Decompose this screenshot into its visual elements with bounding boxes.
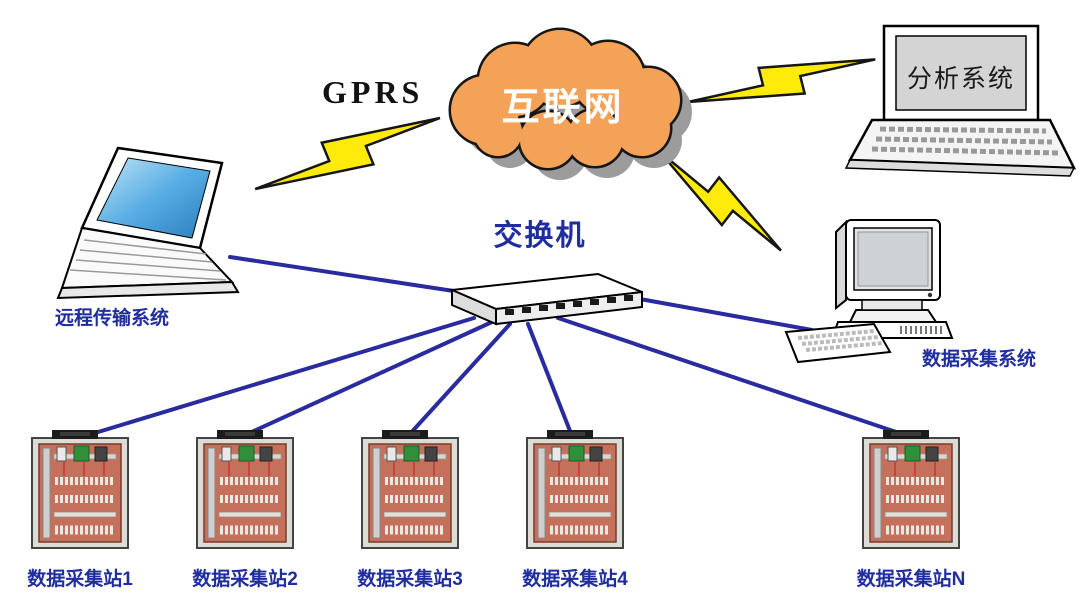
analysis-front-edge bbox=[844, 159, 1076, 177]
remote-system-label: 远程传输系统 bbox=[54, 308, 170, 329]
station-label-4: 数据采集站4 bbox=[522, 569, 628, 590]
station-label-3: 数据采集站3 bbox=[357, 569, 463, 590]
switch-ports bbox=[505, 295, 633, 315]
acquisition-system-label: 数据采集系统 bbox=[921, 349, 1037, 370]
station-cabinet-4 bbox=[527, 430, 623, 548]
line-laptop-switch bbox=[228, 255, 482, 297]
analysis-screen bbox=[895, 35, 1027, 111]
monitor-side bbox=[835, 219, 847, 311]
lightning-bolt-analysis-icon bbox=[684, 40, 879, 121]
internet-label: 互联网 bbox=[501, 87, 625, 129]
station-label-n: 数据采集站N bbox=[856, 569, 966, 590]
laptop-front-edge bbox=[56, 280, 240, 300]
line-switch-station3 bbox=[406, 322, 512, 438]
line-switch-stationN bbox=[556, 316, 910, 438]
monitor-stand bbox=[848, 309, 938, 323]
station-cabinet-1 bbox=[32, 430, 128, 548]
line-switch-station4 bbox=[526, 322, 574, 438]
switch-label: 交换机 bbox=[493, 220, 587, 252]
analysis-system-label: 分析系统 bbox=[906, 65, 1016, 93]
acquisition-pc-icon bbox=[784, 219, 954, 364]
remote-laptop-icon bbox=[56, 146, 240, 300]
monitor-power-button bbox=[927, 292, 933, 298]
line-switch-station2 bbox=[241, 320, 494, 438]
station-label-1: 数据采集站1 bbox=[27, 569, 133, 590]
laptop-screen bbox=[96, 157, 211, 239]
analysis-laptop-icon bbox=[844, 24, 1077, 177]
line-switch-station1 bbox=[83, 316, 476, 438]
line-switch-desktop bbox=[638, 297, 814, 332]
station-cabinet-2 bbox=[197, 430, 293, 548]
network-lines bbox=[83, 255, 910, 438]
gprs-label: GPRS bbox=[322, 74, 424, 110]
lightning-bolt-gprs-icon bbox=[248, 98, 446, 210]
switch-front bbox=[495, 290, 643, 326]
station-cabinet-3 bbox=[362, 430, 458, 548]
station-label-2: 数据采集站2 bbox=[192, 569, 298, 590]
switch-icon bbox=[448, 272, 643, 326]
station-cabinet-n bbox=[863, 430, 959, 548]
